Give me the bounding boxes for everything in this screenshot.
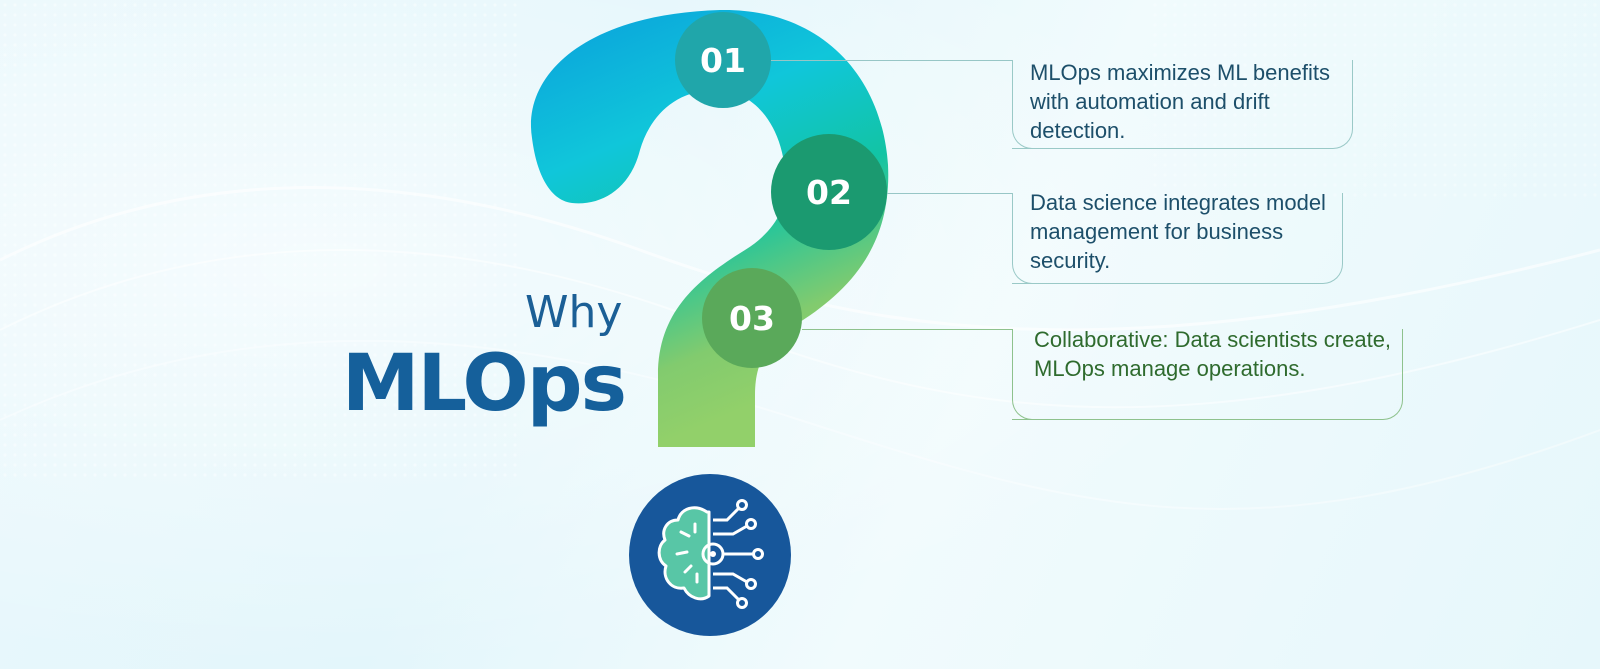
- card-02: [1012, 193, 1343, 284]
- connector-line-01: [771, 60, 1013, 61]
- card-02-text: Data science integrates model management…: [1030, 190, 1326, 273]
- card-03: [1012, 329, 1403, 420]
- brain-circuit-icon: [657, 499, 764, 609]
- title-why: Why: [525, 287, 623, 338]
- card-03-text: Collaborative: Data scientists create, M…: [1034, 327, 1392, 381]
- card-01: [1012, 60, 1353, 149]
- connector-line-02: [887, 193, 1013, 194]
- badge-03: 03: [702, 268, 802, 368]
- title-mlops: MLOps: [341, 339, 627, 429]
- badge-02: 02: [771, 134, 887, 250]
- badge-01: 01: [675, 12, 771, 108]
- card-01-text: MLOps maximizes ML benefits with automat…: [1030, 60, 1330, 143]
- connector-line-03: [802, 329, 1013, 330]
